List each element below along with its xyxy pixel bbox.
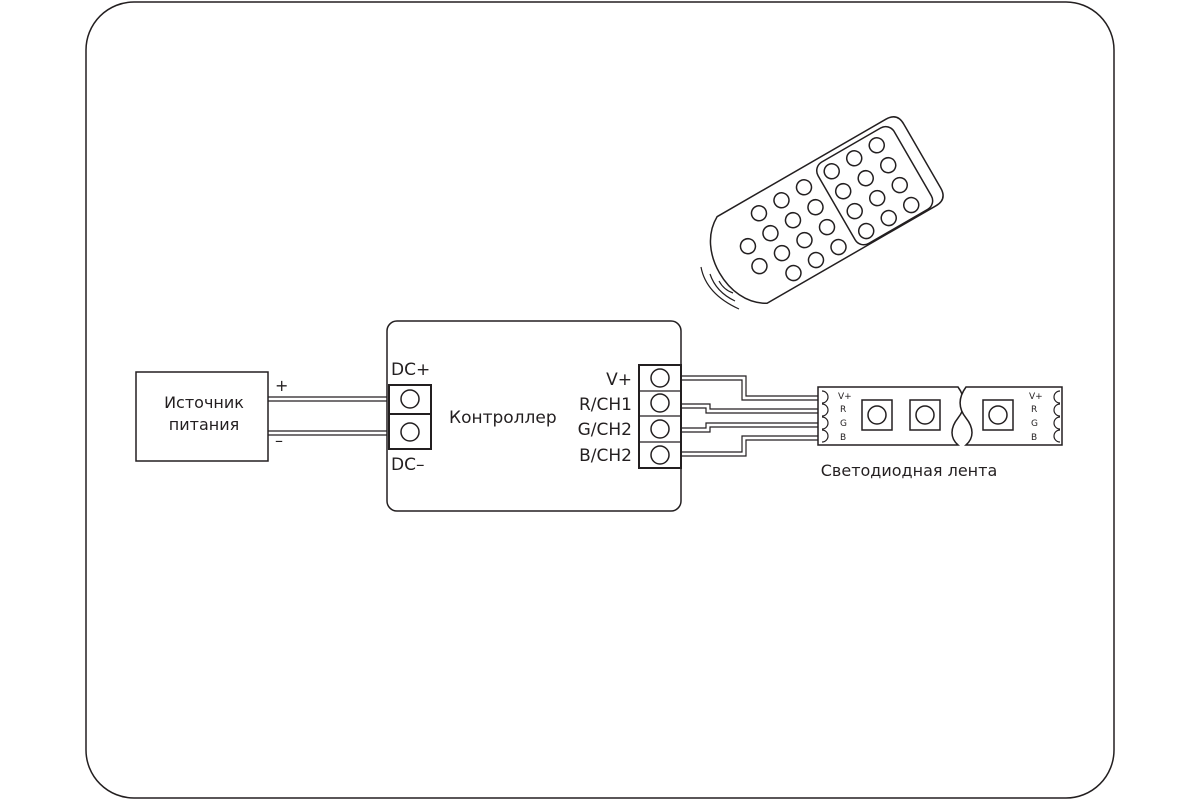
- output-label-r-ch1: R/CH1: [579, 395, 632, 415]
- v-plus-screw: [650, 368, 670, 388]
- remote-button: [739, 237, 757, 255]
- remote-button: [868, 137, 885, 154]
- remote-button: [902, 196, 920, 214]
- strip-pin-b-right: B: [1031, 433, 1037, 443]
- remote-button: [857, 169, 874, 187]
- power-supply-box: [135, 371, 269, 462]
- remote-button: [845, 150, 863, 167]
- plus-label: +: [275, 376, 288, 395]
- b-ch2-screw: [650, 445, 670, 465]
- led-strip-label: Светодиодная лента: [821, 461, 998, 480]
- dc-minus-screw: [400, 422, 420, 442]
- remote-button: [773, 192, 790, 209]
- led-chip: [982, 399, 1014, 431]
- minus-label: –: [275, 431, 283, 450]
- dc-input-terminal: [388, 384, 432, 450]
- output-terminal: [638, 364, 682, 469]
- remote-button: [846, 202, 863, 220]
- strip-pin-r-right: R: [1031, 405, 1037, 415]
- strip-pin-v-plus-right: V+: [1029, 392, 1043, 402]
- strip-pin-b-left: B: [840, 433, 846, 443]
- strip-pin-g-right: G: [1031, 419, 1038, 429]
- power-wires: [268, 396, 388, 436]
- led-chip: [861, 399, 893, 431]
- led-strip: V+ R G B V+ R G B Светодиодная лента: [817, 386, 1063, 480]
- controller: Контроллер DC+ DC– V+ R/CH1 G/CH2 B/CH2: [386, 320, 682, 512]
- led-chip: [909, 399, 941, 431]
- output-label-v-plus: V+: [606, 370, 632, 390]
- remote-button: [834, 182, 852, 200]
- remote-button: [880, 209, 897, 227]
- remote-button: [796, 231, 813, 249]
- dc-minus-label: DC–: [391, 455, 424, 475]
- remote-button: [807, 251, 825, 269]
- r-ch1-screw: [650, 393, 670, 413]
- dc-plus-screw: [400, 389, 420, 409]
- remote-button: [823, 163, 840, 180]
- remote-button: [879, 156, 897, 174]
- ir-signal-icon: [700, 266, 740, 310]
- remote-button-group: [815, 125, 934, 246]
- remote-button: [785, 264, 802, 282]
- controller-label: Контроллер: [449, 408, 557, 428]
- remote-button: [795, 179, 813, 196]
- remote-button: [784, 211, 802, 229]
- remote-button: [868, 189, 886, 207]
- strip-pin-r-left: R: [840, 405, 846, 415]
- strip-left-contacts: [821, 390, 829, 443]
- remote-button: [857, 222, 875, 240]
- power-supply-label-line2: питания: [169, 415, 239, 434]
- strip-right-contacts: [1053, 390, 1061, 443]
- remote-button: [762, 224, 779, 242]
- remote-button: [830, 238, 847, 256]
- remote-button: [750, 205, 768, 222]
- strip-pin-g-left: G: [840, 419, 847, 429]
- output-wires: [681, 375, 820, 457]
- remote-control-icon: [700, 116, 944, 310]
- power-supply: Источник питания + –: [135, 371, 288, 462]
- g-ch2-screw: [650, 419, 670, 439]
- output-label-b-ch2: B/CH2: [579, 446, 632, 466]
- remote-button: [891, 176, 908, 194]
- remote-button: [751, 257, 768, 275]
- remote-button: [773, 244, 791, 262]
- remote-button: [807, 198, 824, 216]
- strip-pin-v-plus-left: V+: [838, 392, 852, 402]
- remote-button: [818, 218, 836, 236]
- output-label-g-ch2: G/CH2: [578, 420, 632, 440]
- dc-plus-label: DC+: [391, 360, 430, 380]
- power-supply-label-line1: Источник: [164, 393, 244, 412]
